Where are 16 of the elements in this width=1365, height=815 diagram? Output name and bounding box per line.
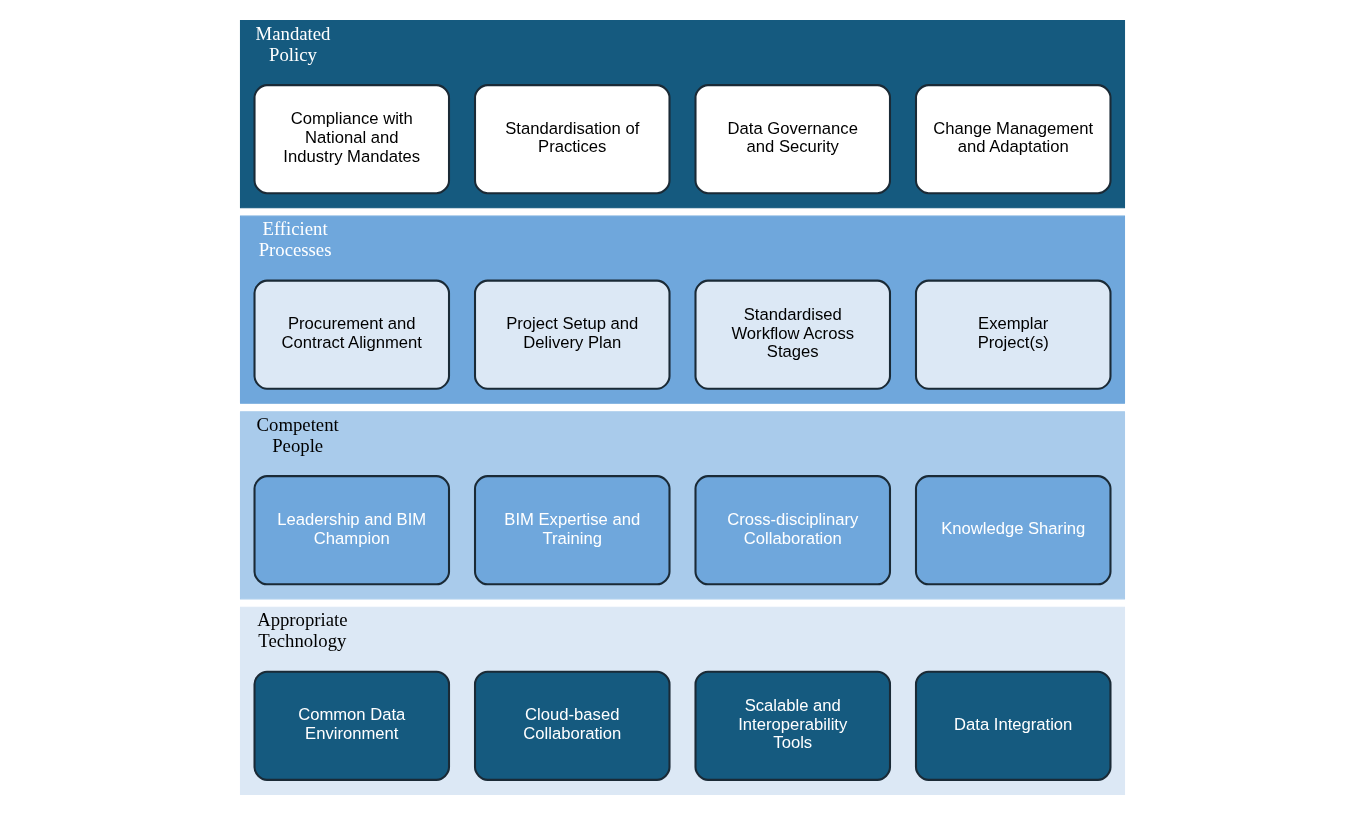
- node-box: Data Integration: [914, 670, 1112, 781]
- node-box: Scalable and Interoperability Tools: [694, 670, 892, 781]
- node-box: Compliance with National and Industry Mandates: [253, 84, 451, 195]
- node-box: Procurement and Contract Alignment: [253, 279, 451, 390]
- node-box: Project Setup and Delivery Plan: [473, 279, 671, 390]
- node-box: Standardised Workflow Across Stages: [694, 279, 892, 390]
- node-box: Knowledge Sharing: [914, 475, 1112, 586]
- node-box: Change Management and Adaptation: [914, 84, 1112, 195]
- node-box: Exemplar Project(s): [914, 279, 1112, 390]
- node-box: Standardisation of Practices: [473, 84, 671, 195]
- node-box: Common Data Environment: [253, 670, 451, 781]
- node-box: Leadership and BIM Champion: [253, 475, 451, 586]
- node-box: Cross-disciplinary Collaboration: [694, 475, 892, 586]
- node-box: Cloud-based Collaboration: [473, 670, 671, 781]
- node-box: BIM Expertise and Training: [473, 475, 671, 586]
- node-box: Data Governance and Security: [694, 84, 892, 195]
